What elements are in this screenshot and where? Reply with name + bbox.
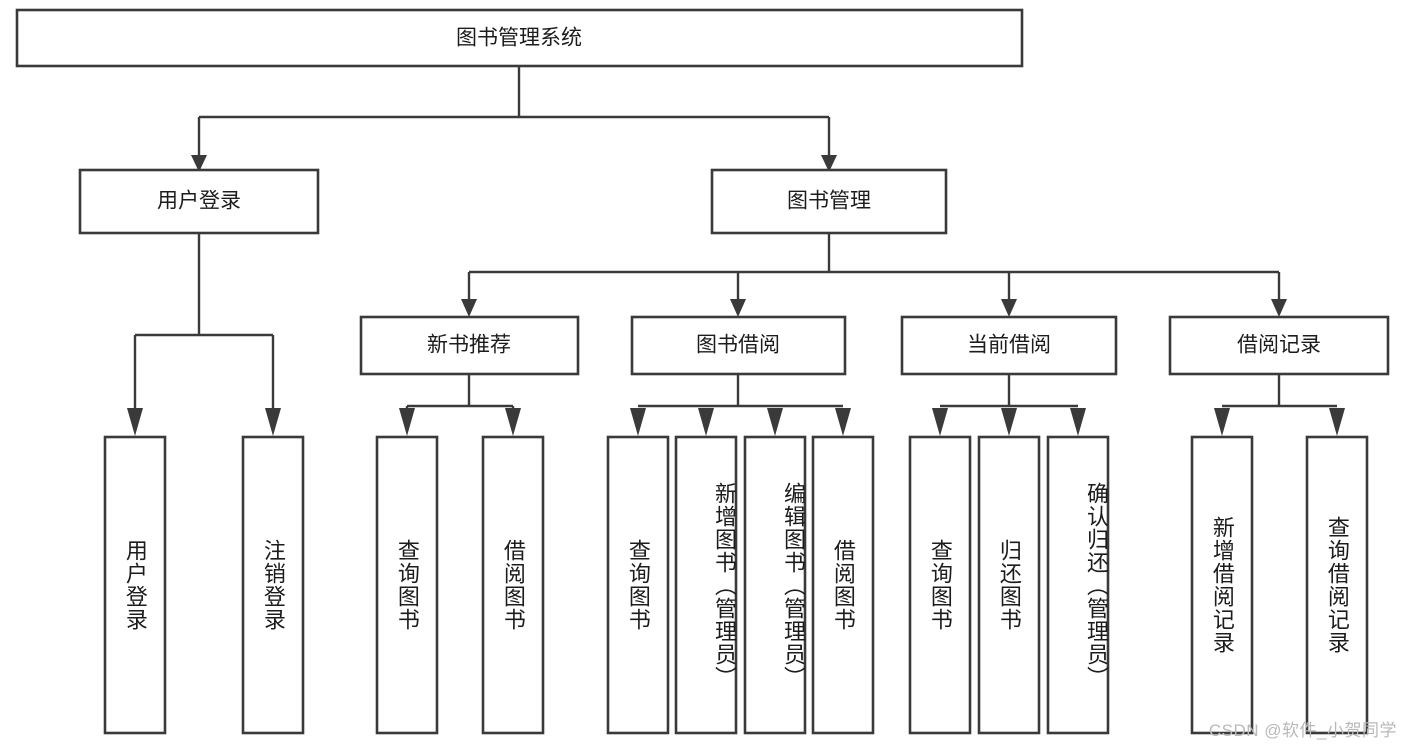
arrow-head-book-borrow bbox=[730, 299, 746, 317]
node-book-management[interactable]: 图书管理 bbox=[710, 168, 948, 235]
node-box-user-login[interactable] bbox=[78, 168, 320, 235]
leaf-box-edit-book-admin[interactable] bbox=[743, 435, 807, 735]
arrow-head-borrow-record bbox=[1271, 299, 1287, 317]
node-label-user-login: 用户登录 bbox=[157, 190, 241, 213]
arrow-head-book-manage bbox=[821, 155, 837, 172]
arrow-head-leaf-query-book-a bbox=[399, 408, 415, 436]
leaf-box-borrow-book-b[interactable] bbox=[811, 435, 875, 735]
leaf-box-add-book-admin[interactable] bbox=[674, 435, 738, 735]
arrow-head-leaf-borrow-book-a bbox=[505, 408, 521, 436]
node-label-current-borrow: 当前借阅 bbox=[967, 334, 1051, 357]
arrow-head-leaf-confirm-return bbox=[1070, 408, 1086, 436]
leaf-box-user-login[interactable] bbox=[103, 435, 167, 735]
leaf-box-logout[interactable] bbox=[241, 435, 305, 735]
arrow-head-leaf-add-record bbox=[1214, 408, 1230, 436]
node-box-borrow-record[interactable] bbox=[1168, 315, 1390, 376]
arrow-head-leaf-query-record bbox=[1329, 408, 1345, 436]
node-box-book-management[interactable] bbox=[710, 168, 948, 235]
arrow-head-leaf-query-book-c bbox=[932, 408, 948, 436]
node-label-borrow-record: 借阅记录 bbox=[1237, 334, 1321, 357]
node-root-book-management-system[interactable]: 图书管理系统 bbox=[15, 8, 1024, 68]
arrow-head-current-borrow bbox=[1001, 299, 1017, 317]
node-new-book-recommend[interactable]: 新书推荐 bbox=[359, 315, 580, 376]
arrow-head-leaf-query-book-b bbox=[630, 408, 646, 436]
node-borrow-record[interactable]: 借阅记录 bbox=[1168, 315, 1390, 376]
arrow-head-new-book bbox=[461, 299, 477, 317]
leaf-box-add-borrow-record[interactable] bbox=[1190, 435, 1254, 735]
node-label-new-book-recommend: 新书推荐 bbox=[427, 334, 511, 357]
arrow-head-leaf-edit-book bbox=[767, 408, 783, 436]
node-box-book-borrow[interactable] bbox=[630, 315, 847, 376]
leaf-box-query-book-c[interactable] bbox=[908, 435, 972, 735]
node-label-book-management: 图书管理 bbox=[787, 190, 871, 213]
arrow-head-user-login bbox=[191, 155, 207, 172]
node-user-login[interactable]: 用户登录 bbox=[78, 168, 320, 235]
node-box-root[interactable] bbox=[15, 8, 1024, 68]
node-box-new-book-recommend[interactable] bbox=[359, 315, 580, 376]
arrow-head-leaf-logout bbox=[265, 408, 281, 436]
leaf-box-query-book-a[interactable] bbox=[375, 435, 439, 735]
leaf-box-query-borrow-record[interactable] bbox=[1305, 435, 1369, 735]
arrow-head-leaf-borrow-book-b bbox=[835, 408, 851, 436]
csdn-watermark: CSDN @软件_小贺同学 bbox=[1208, 721, 1397, 740]
node-label-book-borrow: 图书借阅 bbox=[696, 334, 780, 357]
leaf-box-query-book-b[interactable] bbox=[606, 435, 670, 735]
connectors-layer bbox=[127, 66, 1345, 436]
leaf-box-borrow-book-a[interactable] bbox=[481, 435, 545, 735]
arrow-head-leaf-return-book bbox=[1001, 408, 1017, 436]
node-book-borrow[interactable]: 图书借阅 bbox=[630, 315, 847, 376]
node-label-root: 图书管理系统 bbox=[456, 27, 582, 50]
arrow-head-leaf-user-login bbox=[127, 408, 143, 436]
leaf-box-return-book[interactable] bbox=[977, 435, 1041, 735]
node-box-current-borrow[interactable] bbox=[900, 315, 1118, 376]
node-current-borrow[interactable]: 当前借阅 bbox=[900, 315, 1118, 376]
arrow-head-leaf-add-book bbox=[698, 408, 714, 436]
leaf-box-confirm-return-admin[interactable] bbox=[1046, 435, 1110, 735]
nodes-layer: 图书管理系统 用户登录 图书管理 新书推荐 图书借阅 bbox=[15, 8, 1390, 735]
